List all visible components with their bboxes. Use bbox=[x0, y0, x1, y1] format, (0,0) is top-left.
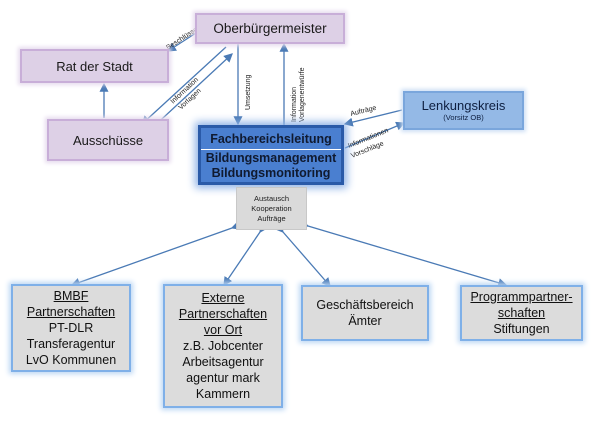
node-austausch-line3: Aufträge bbox=[257, 213, 286, 223]
label-umsetzung: Umsetzung bbox=[245, 74, 252, 110]
arrow-center-gesch bbox=[274, 223, 331, 287]
node-prog-line2: schaften bbox=[497, 306, 546, 320]
node-fb-line3: Bildungsmonitoring bbox=[211, 166, 331, 180]
node-fb-line1: Fachbereichsleitung bbox=[210, 132, 332, 146]
label-info-vorlagenentwuerfe-2: Vorlagenentwürfe bbox=[299, 67, 306, 122]
node-austausch: Austausch Kooperation Aufträge bbox=[236, 187, 307, 230]
arrow-lenk-to-fb bbox=[343, 109, 403, 127]
node-bmbf-line3: PT-DLR bbox=[48, 321, 94, 335]
node-bmbf-line5: LvO Kommunen bbox=[25, 353, 117, 367]
label-auftraege: Aufträge bbox=[350, 105, 377, 118]
node-austausch-line1: Austausch bbox=[253, 193, 290, 203]
arrow-center-prog bbox=[299, 219, 508, 288]
node-gesch-line2: Ämter bbox=[348, 314, 382, 328]
node-ext-line1: Externe bbox=[201, 291, 245, 305]
node-prog-line1: Programmpartner- bbox=[470, 290, 573, 304]
node-lenkungskreis-sub: (Vorsitz OB) bbox=[443, 113, 484, 122]
node-ext-line5: Arbeitsagentur bbox=[182, 355, 264, 369]
arrow-ob-to-aus bbox=[141, 46, 227, 125]
arrow-ob-to-rat bbox=[166, 32, 197, 52]
node-rat-label: Rat der Stadt bbox=[56, 58, 133, 74]
node-ext-line6: agentur mark bbox=[186, 371, 260, 385]
node-bmbf: BMBF Partnerschaften PT-DLR Transferagen… bbox=[11, 284, 131, 372]
node-oberbuergermeister-label: Oberbürgermeister bbox=[213, 21, 327, 36]
node-ext-line4: z.B. Jobcenter bbox=[183, 339, 263, 353]
node-rat-der-stadt: Rat der Stadt bbox=[20, 49, 169, 83]
node-geschaeftsbereich: Geschäftsbereich Ämter bbox=[301, 285, 429, 341]
node-bmbf-line1: BMBF bbox=[53, 289, 89, 303]
node-gesch-line1: Geschäftsbereich bbox=[316, 298, 414, 312]
node-oberbuergermeister: Oberbürgermeister bbox=[195, 13, 345, 44]
node-fachbereichsleitung: Fachbereichsleitung Bildungsmanagement B… bbox=[198, 125, 344, 185]
arrow-center-ext bbox=[223, 222, 269, 287]
node-ext-line7: Kammern bbox=[195, 387, 251, 401]
node-ausschuesse-label: Ausschüsse bbox=[72, 132, 144, 148]
node-externe: Externe Partnerschaften vor Ort z.B. Job… bbox=[163, 284, 283, 408]
node-fb-divider bbox=[201, 149, 341, 150]
node-bmbf-line4: Transferagentur bbox=[26, 337, 116, 351]
node-lenkungskreis: Lenkungskreis (Vorsitz OB) bbox=[403, 91, 524, 130]
node-ext-line2: Partnerschaften bbox=[178, 307, 268, 321]
node-fb-line2: Bildungsmanagement bbox=[205, 151, 337, 165]
label-info-vorlagenentwuerfe-1: Information bbox=[291, 87, 298, 122]
node-prog-line3: Stiftungen bbox=[493, 322, 550, 336]
node-programmpartner: Programmpartner- schaften Stiftungen bbox=[460, 285, 583, 341]
node-ext-line3: vor Ort bbox=[203, 323, 243, 337]
arrow-fb-to-lenk bbox=[344, 121, 406, 149]
node-ausschuesse: Ausschüsse bbox=[47, 119, 169, 161]
arrow-aus-to-ob bbox=[149, 53, 233, 131]
arrow-center-bmbf bbox=[70, 221, 241, 287]
node-bmbf-line2: Partnerschaften bbox=[26, 305, 116, 319]
node-lenkungskreis-title: Lenkungskreis bbox=[421, 98, 506, 113]
node-austausch-line2: Kooperation bbox=[251, 203, 292, 213]
